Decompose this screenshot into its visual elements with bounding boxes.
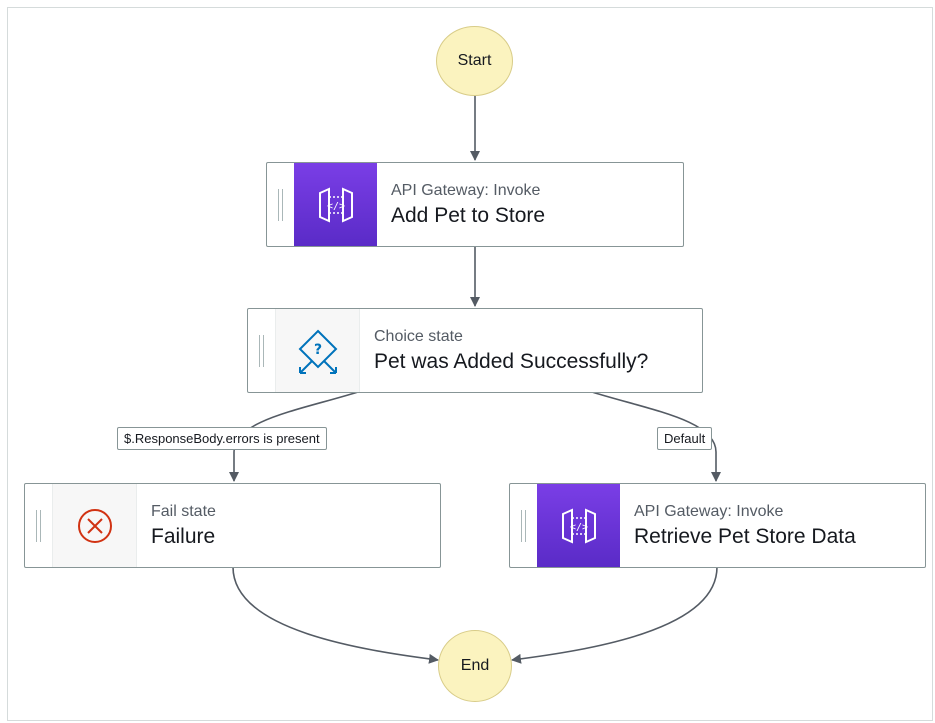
state-retrieve-pet-store-data[interactable]: </> API Gateway: Invoke Retrieve Pet Sto…: [509, 483, 926, 568]
state-name: Retrieve Pet Store Data: [634, 524, 856, 548]
state-type-label: API Gateway: Invoke: [634, 502, 784, 520]
state-name: Add Pet to Store: [391, 203, 546, 227]
state-type-label: Fail state: [151, 502, 216, 520]
svg-text:</>: </>: [569, 522, 587, 533]
drag-handle[interactable]: [267, 163, 294, 246]
edge-label-errors-present[interactable]: $.ResponseBody.errors is present: [117, 427, 327, 450]
state-failure[interactable]: Fail state Failure: [24, 483, 441, 568]
fail-state-icon: [52, 484, 137, 567]
drag-handle[interactable]: [248, 309, 275, 392]
state-name: Pet was Added Successfully?: [374, 349, 649, 373]
api-gateway-icon: </>: [537, 484, 620, 567]
start-label: Start: [457, 52, 492, 69]
svg-text:</>: </>: [326, 201, 344, 212]
choice-state-icon: ?: [275, 309, 360, 392]
svg-text:?: ?: [313, 342, 321, 358]
state-add-pet-to-store[interactable]: </> API Gateway: Invoke Add Pet to Store: [266, 162, 684, 247]
end-node[interactable]: End: [438, 630, 512, 702]
end-label: End: [460, 657, 490, 674]
drag-handle[interactable]: [510, 484, 537, 567]
state-name: Failure: [151, 524, 216, 548]
drag-handle[interactable]: [25, 484, 52, 567]
edge-label-default[interactable]: Default: [657, 427, 713, 450]
start-node[interactable]: Start: [436, 26, 513, 96]
api-gateway-icon: </>: [294, 163, 377, 246]
state-type-label: API Gateway: Invoke: [391, 181, 541, 199]
state-type-label: Choice state: [374, 327, 463, 345]
state-pet-was-added-successfully[interactable]: ? Choice state Pet was Added Successfull…: [247, 308, 703, 393]
